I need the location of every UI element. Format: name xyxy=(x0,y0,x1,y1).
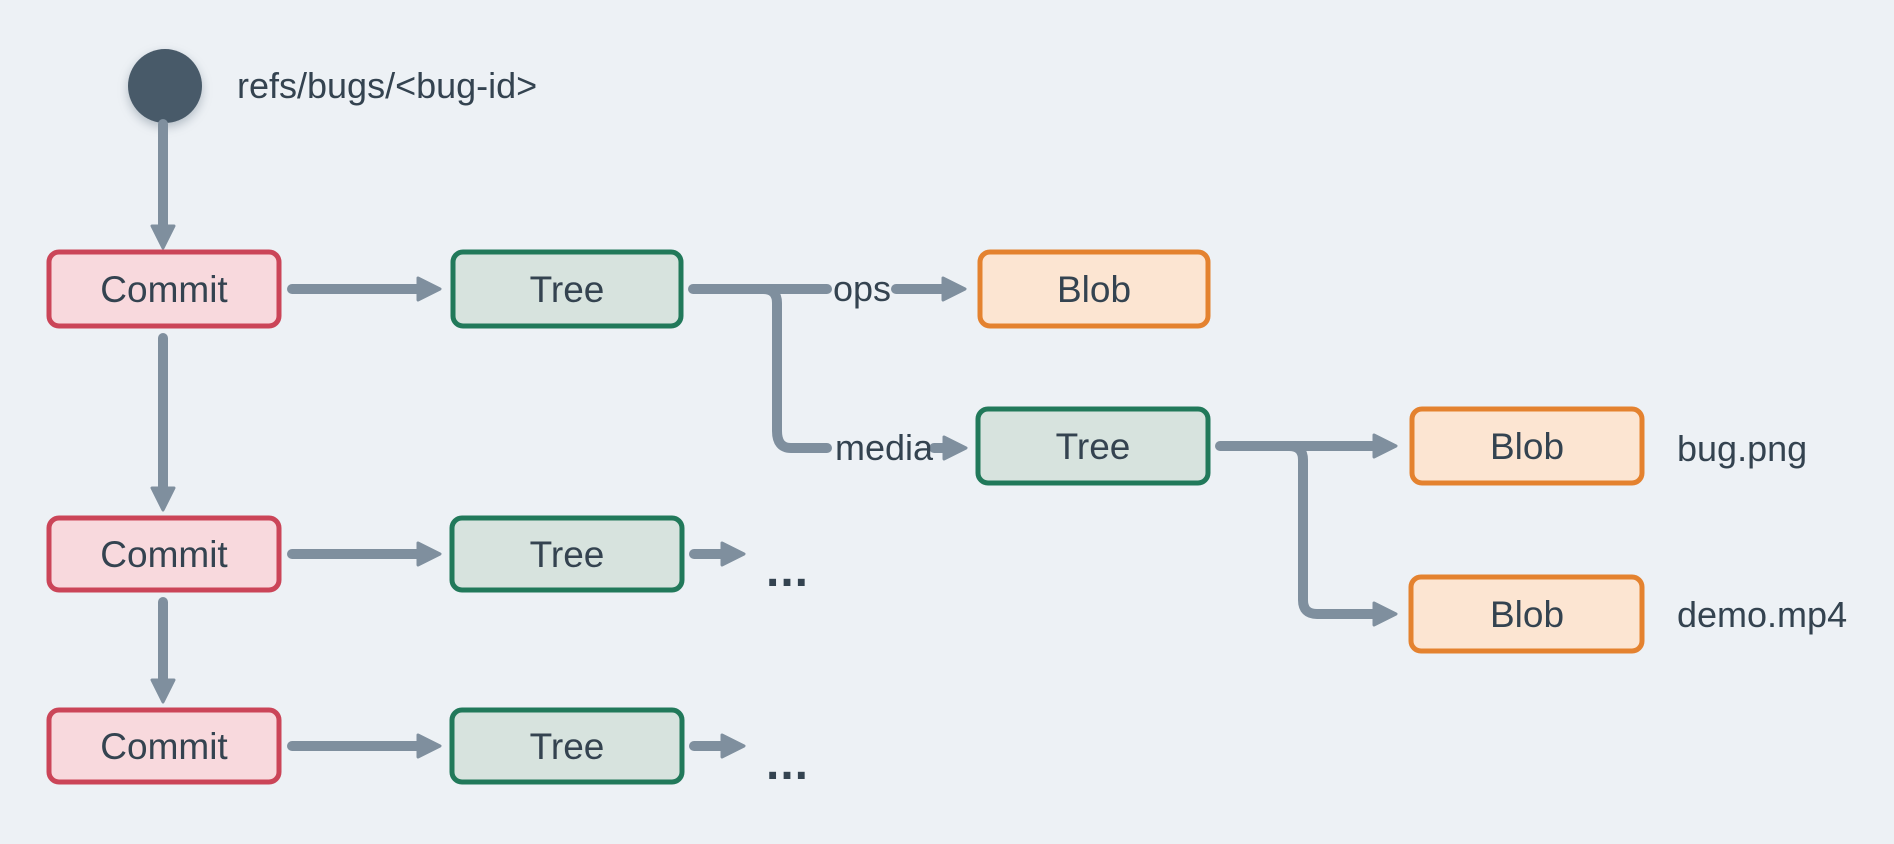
tree-box xyxy=(450,249,684,329)
commit-node-3: Commit xyxy=(46,707,282,785)
commit-node-2: Commit xyxy=(46,515,282,593)
blob-box xyxy=(1408,574,1645,654)
commit-label: Commit xyxy=(100,726,228,767)
blob-label: Blob xyxy=(1490,594,1564,635)
tree1-branch-to-media-edge xyxy=(758,284,832,453)
tree-node-row2: Tree xyxy=(449,515,685,593)
blob-box xyxy=(1409,406,1645,486)
commit-box xyxy=(46,515,282,593)
commit-node-1: Commit xyxy=(46,249,282,329)
blob-node-bug: Blob xyxy=(1409,406,1645,486)
blob-label: Blob xyxy=(1057,269,1131,310)
tree-box xyxy=(975,406,1211,486)
ellipsis-row3: ... xyxy=(766,737,809,790)
tree-box xyxy=(449,707,685,785)
commit-label: Commit xyxy=(100,534,228,575)
blob-box xyxy=(977,249,1211,329)
blob-node-demo: Blob xyxy=(1408,574,1645,654)
media-edge-label: media xyxy=(835,427,934,468)
tree-node-1: Tree xyxy=(450,249,684,329)
ellipsis-row2: ... xyxy=(766,544,809,597)
tree-node-media: Tree xyxy=(975,406,1211,486)
tree-label: Tree xyxy=(1056,426,1131,467)
tree-label: Tree xyxy=(530,534,605,575)
tree-label: Tree xyxy=(530,726,605,767)
commit-label: Commit xyxy=(100,269,228,310)
ops-edge-label: ops xyxy=(833,268,891,309)
ref-label: refs/bugs/<bug-id> xyxy=(237,65,537,106)
commit-box xyxy=(46,249,282,329)
blob-label: Blob xyxy=(1490,426,1564,467)
ref-node-icon xyxy=(128,49,202,123)
tree-box xyxy=(449,515,685,593)
tree-node-row3: Tree xyxy=(449,707,685,785)
bug-filename-label: bug.png xyxy=(1677,428,1807,469)
tree-label: Tree xyxy=(530,269,605,310)
tree-media-branch-to-demo-blob-arrow xyxy=(1284,441,1398,627)
commit-box xyxy=(46,707,282,785)
demo-filename-label: demo.mp4 xyxy=(1677,594,1847,635)
blob-node-ops: Blob xyxy=(977,249,1211,329)
